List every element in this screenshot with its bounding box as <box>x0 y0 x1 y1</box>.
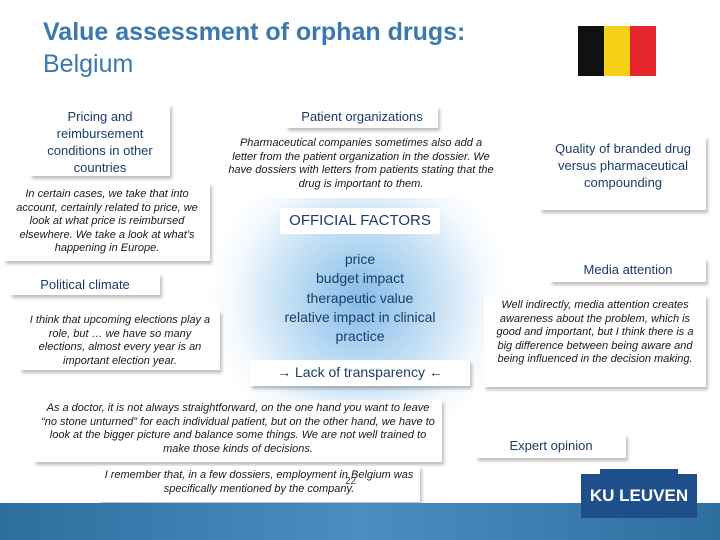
title-line-2: Belgium <box>43 50 134 78</box>
official-factor-item: therapeutic value <box>306 289 414 306</box>
page-title: Value assessment of orphan drugs: Belgiu… <box>43 16 465 80</box>
official-factors-list: price budget impact therapeutic value re… <box>268 250 452 346</box>
doctor-quote: As a doctor, it is not always straightfo… <box>41 402 435 455</box>
patient-quote-box: Pharmaceutical companies sometimes also … <box>222 136 500 198</box>
pricing-label-box: Pricing and reimbursement conditions in … <box>30 104 170 176</box>
title-line-1: Value assessment of orphan drugs: <box>43 18 466 46</box>
pricing-quote: In certain cases, we take that into acco… <box>16 188 198 254</box>
quality-label: Quality of branded drug versus pharmaceu… <box>555 141 691 190</box>
official-factor-item: budget impact <box>316 270 404 287</box>
political-label: Political climate <box>40 277 130 292</box>
patient-label-box: Patient organizations <box>286 106 438 128</box>
media-label-box: Media attention <box>550 258 706 282</box>
political-quote: I think that upcoming elections play a r… <box>29 314 211 367</box>
patient-quote: Pharmaceutical companies sometimes also … <box>228 137 494 190</box>
belgium-flag <box>578 26 656 76</box>
transparency-box: → Lack of transparency ← <box>250 360 470 386</box>
pricing-label: Pricing and reimbursement conditions in … <box>47 109 153 175</box>
logo-tab <box>600 469 678 475</box>
transparency-label: → Lack of transparency ← <box>277 364 443 380</box>
doctor-quote-box: As a doctor, it is not always straightfo… <box>34 400 442 462</box>
employment-quote: I remember that, in a few dossiers, empl… <box>104 469 414 495</box>
page-number: 22 <box>345 476 357 487</box>
quality-label-box: Quality of branded drug versus pharmaceu… <box>540 136 706 210</box>
flag-stripe-yellow <box>604 26 630 76</box>
pricing-quote-box: In certain cases, we take that into acco… <box>4 183 210 261</box>
media-label: Media attention <box>583 262 673 277</box>
political-quote-box: I think that upcoming elections play a r… <box>20 310 220 370</box>
logo-text: KU LEUVEN <box>589 486 689 505</box>
official-heading-box: OFFICIAL FACTORS <box>280 208 440 234</box>
ku-leuven-logo: KU LEUVEN <box>581 474 697 518</box>
official-factor-item: price <box>344 251 376 267</box>
employment-quote-box: I remember that, in a few dossiers, empl… <box>98 466 420 502</box>
official-heading: OFFICIAL FACTORS <box>289 212 431 229</box>
official-factor-item: relative impact in clinical practice <box>284 308 436 345</box>
media-quote: Well indirectly, media attention creates… <box>496 299 694 365</box>
flag-stripe-black <box>578 26 604 76</box>
patient-label: Patient organizations <box>301 109 423 124</box>
expert-label-box: Expert opinion <box>476 434 626 458</box>
expert-label: Expert opinion <box>509 438 593 453</box>
media-quote-box: Well indirectly, media attention creates… <box>484 295 706 387</box>
flag-stripe-red <box>630 26 656 76</box>
political-label-box: Political climate <box>10 273 160 295</box>
